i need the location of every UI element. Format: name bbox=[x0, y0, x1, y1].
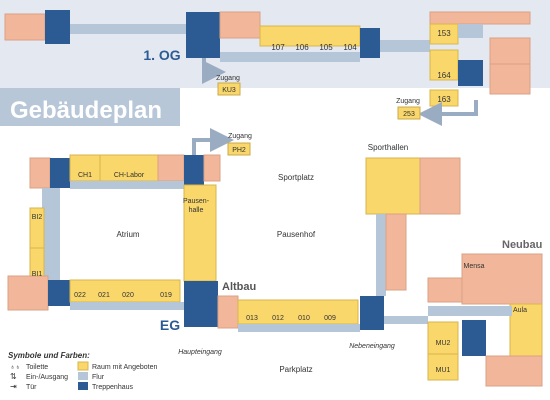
toilet-icon: ♁♁ bbox=[10, 364, 21, 371]
room-label-bi1: BI1 bbox=[32, 271, 43, 278]
exit-label-ku3: Zugang bbox=[216, 75, 240, 82]
area-mensa: Mensa bbox=[463, 263, 484, 270]
room-label-019: 019 bbox=[160, 292, 172, 299]
legend-swatch-stair bbox=[78, 382, 88, 390]
legend-label-offer: Raum mit Angeboten bbox=[92, 364, 157, 371]
area-sporthallen: Sporthallen bbox=[368, 143, 408, 152]
entrance-side-label: Nebeneingang bbox=[349, 343, 395, 350]
upper-floor-plan bbox=[4, 10, 531, 126]
room-label-020: 020 bbox=[122, 292, 134, 299]
room-label-107: 107 bbox=[271, 43, 285, 52]
ground-floor-plan bbox=[7, 128, 543, 387]
room-label-010: 010 bbox=[298, 315, 310, 322]
legend-label-entry: Ein-/Ausgang bbox=[26, 374, 68, 381]
area-atrium: Atrium bbox=[116, 230, 139, 239]
room-label-164: 164 bbox=[437, 71, 451, 80]
area-pausenhof: Pausenhof bbox=[277, 230, 316, 239]
room-label-012: 012 bbox=[272, 315, 284, 322]
room-label-021: 021 bbox=[98, 292, 110, 299]
room-label-104: 104 bbox=[343, 43, 357, 52]
title-background bbox=[0, 88, 180, 126]
area-sportplatz: Sportplatz bbox=[278, 173, 314, 182]
legend-label-stair: Treppenhaus bbox=[92, 384, 133, 391]
room-label-ch-labor: CH-Labor bbox=[114, 172, 145, 179]
exit-badge-253 bbox=[397, 106, 421, 120]
exit-badge-ph2 bbox=[227, 142, 251, 156]
area-parkplatz: Parkplatz bbox=[279, 365, 312, 374]
floor-label-upper: 1. OG bbox=[143, 47, 180, 63]
legend-title: Symbole und Farben: bbox=[8, 351, 90, 360]
room-label-105: 105 bbox=[319, 43, 333, 52]
exit-label-ph2: Zugang bbox=[228, 133, 252, 140]
building-label-neubau: Neubau bbox=[502, 239, 542, 251]
legend-label-toilet: Toilette bbox=[26, 364, 48, 371]
room-label-013: 013 bbox=[246, 315, 258, 322]
room-label-mu2: MU2 bbox=[436, 340, 451, 347]
room-label-106: 106 bbox=[295, 43, 309, 52]
exit-code-ku3: KU3 bbox=[222, 87, 236, 94]
room-label-153: 153 bbox=[437, 29, 451, 38]
room-label-ch1: CH1 bbox=[78, 172, 92, 179]
room-label-aula: Aula bbox=[513, 307, 527, 314]
room-label-009: 009 bbox=[324, 315, 336, 322]
entrance-main-label: Haupteingang bbox=[178, 349, 222, 356]
floor-label-ground: EG bbox=[160, 317, 180, 333]
page-title: Gebäudeplan bbox=[10, 97, 162, 124]
legend-label-hall: Flur bbox=[92, 374, 105, 381]
room-label-mu1: MU1 bbox=[436, 367, 451, 374]
exit-code-253: 253 bbox=[403, 111, 415, 118]
legend-symbols: ♁♁ ⇅ ⇥ bbox=[10, 364, 21, 391]
pausenhalle-label: Pausen-halle bbox=[183, 198, 210, 214]
room-label-163: 163 bbox=[437, 95, 451, 104]
exit-label-253: Zugang bbox=[396, 98, 420, 105]
exit-code-ph2: PH2 bbox=[232, 147, 246, 154]
building-label-altbau: Altbau bbox=[222, 281, 256, 293]
entry-exit-icon: ⇅ bbox=[10, 372, 17, 381]
room-label-bi2: BI2 bbox=[32, 214, 43, 221]
door-icon: ⇥ bbox=[10, 382, 17, 391]
legend-swatch-hall bbox=[78, 372, 88, 380]
room-label-022: 022 bbox=[74, 292, 86, 299]
legend-swatch-offer bbox=[77, 361, 89, 371]
legend-label-door: Tür bbox=[26, 384, 37, 391]
exit-badge-ku3 bbox=[217, 82, 241, 96]
